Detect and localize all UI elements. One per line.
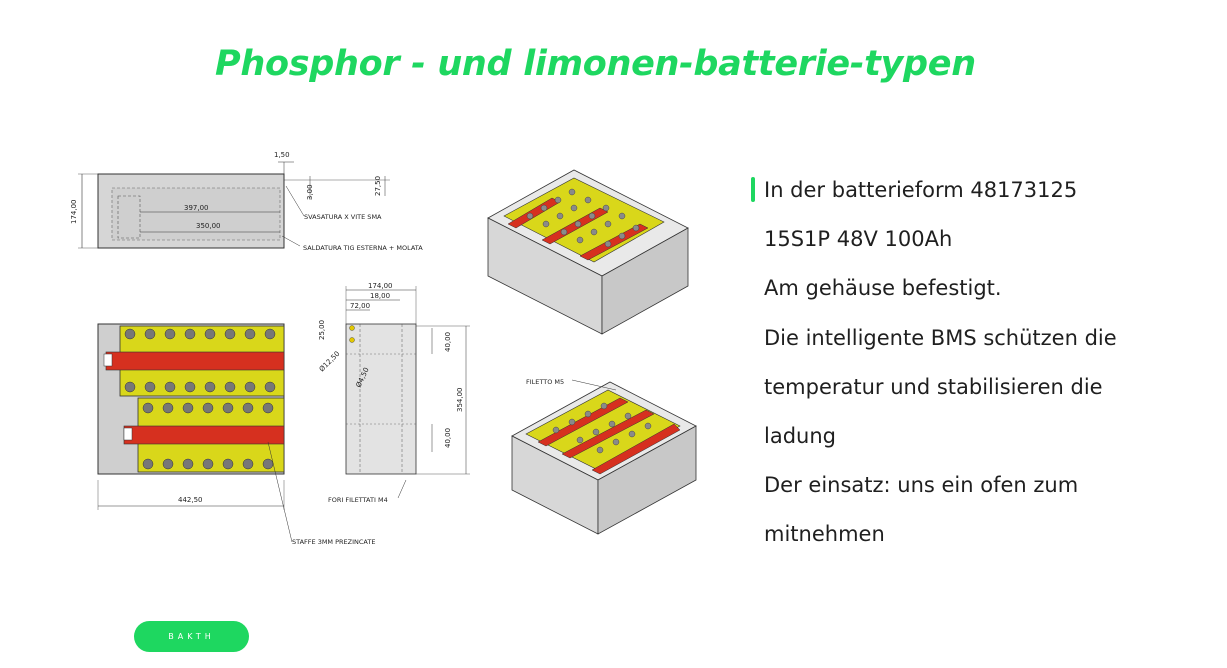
slide-title: Phosphor - und limonen-batterie-typen bbox=[215, 44, 976, 84]
dim-350: 350,00 bbox=[196, 222, 221, 230]
bakth-button[interactable]: BAKTH bbox=[134, 621, 249, 652]
text-line-3: Am gehäuse befestigt. bbox=[764, 276, 1002, 301]
note-staffe: STAFFE 3MM PREZINCATE bbox=[292, 538, 375, 546]
dim-174-horizontal: 174,00 bbox=[368, 282, 393, 290]
text-line-2: 15S1P 48V 100Ah bbox=[764, 227, 953, 252]
dim-1-50: 1,50 bbox=[274, 151, 290, 159]
text-line-6: ladung bbox=[764, 424, 836, 449]
dim-40-top: 40,00 bbox=[444, 332, 452, 352]
text-line-7: Der einsatz: uns ein ofen zum bbox=[764, 473, 1079, 498]
iso-view-bottom: FILETTO M5 bbox=[511, 378, 697, 535]
dim-40-bottom: 40,00 bbox=[444, 428, 452, 448]
note-saldatura: SALDATURA TIG ESTERNA + MOLATA bbox=[303, 244, 423, 252]
dim-12-50: Ø12,50 bbox=[318, 350, 342, 374]
front-view-drawing: 442,50 STAFFE 3MM PREZINCATE bbox=[97, 323, 375, 546]
text-line-4: Die intelligente BMS schützen die bbox=[764, 325, 1117, 350]
note-fori: FORI FILETTATI M4 bbox=[328, 496, 388, 504]
dim-397: 397,00 bbox=[184, 204, 209, 212]
dim-3-00: 3,00 bbox=[306, 184, 314, 200]
dim-27-50: 27,50 bbox=[374, 176, 382, 196]
text-line-1: In der batterieform 48173125 bbox=[764, 178, 1078, 202]
side-view-drawing: 174,00 18,00 72,00 25,00 Ø12,50 Ø4,50 40… bbox=[318, 282, 470, 504]
drawing-canvas: 174,00 1,50 3,00 27,50 397,00 350,00 SVA… bbox=[70, 151, 697, 546]
iso-view-top bbox=[487, 169, 689, 335]
note-filetto: FILETTO M5 bbox=[526, 378, 564, 386]
dim-72: 72,00 bbox=[350, 302, 370, 310]
dim-174-vertical: 174,00 bbox=[70, 200, 78, 225]
bullet-accent-bar bbox=[751, 177, 755, 202]
text-line-5: temperatur und stabilisieren die bbox=[764, 374, 1103, 399]
dim-25: 25,00 bbox=[318, 320, 326, 340]
top-view-drawing: 174,00 1,50 3,00 27,50 397,00 350,00 SVA… bbox=[70, 151, 423, 252]
dim-354: 354,00 bbox=[456, 388, 464, 413]
dim-442-50: 442,50 bbox=[178, 496, 203, 504]
description-text: In der batterieform 48173125 15S1P 48V 1… bbox=[764, 166, 1204, 560]
text-line-8: mitnehmen bbox=[764, 522, 885, 547]
note-svasatura: SVASATURA X VITE SMA bbox=[304, 213, 382, 221]
technical-drawings: 174,00 1,50 3,00 27,50 397,00 350,00 SVA… bbox=[60, 140, 710, 560]
dim-18: 18,00 bbox=[370, 292, 390, 300]
